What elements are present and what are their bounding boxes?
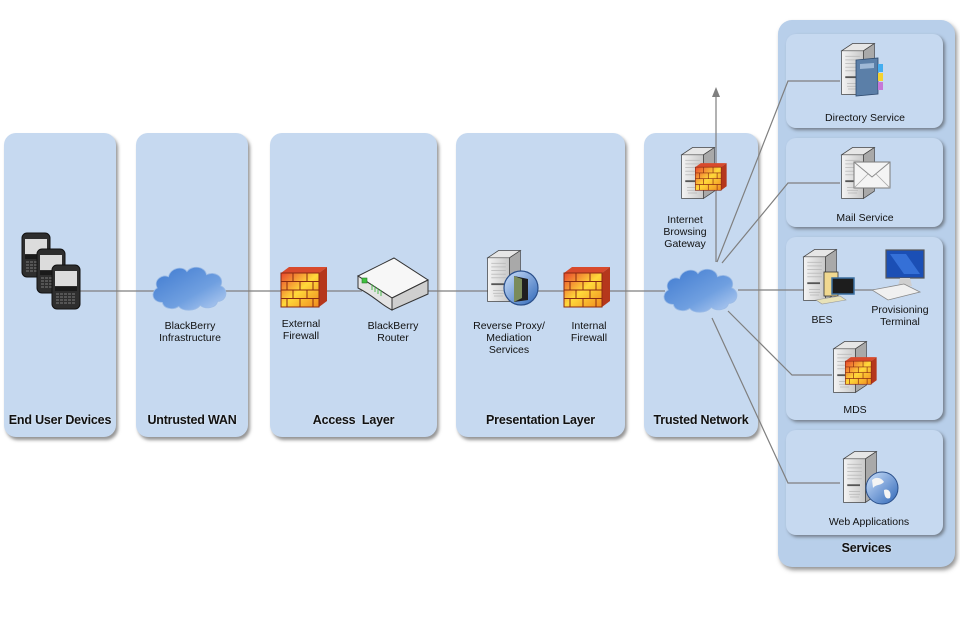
external-firewall-label: External Firewall [281,318,321,342]
web-applications-label: Web Applications [828,516,910,528]
internet-arrow-icon [712,87,720,97]
web-server-icon [840,446,900,512]
layer-title: Access Layer [312,413,395,427]
workstation-icon [870,248,928,302]
internet-browsing-gateway-label: Internet Browsing Gateway [663,214,707,250]
smartphones-icon [21,232,85,328]
services-title: Services [841,541,892,555]
provisioning-terminal-label: Provisioning Terminal [871,304,929,328]
layer-title: Presentation Layer [486,413,595,427]
router-icon [356,256,430,312]
mds-label: MDS [843,404,867,416]
mail-server-icon [838,142,894,208]
trusted-cloud-icon [659,258,741,320]
mds-server-icon [830,336,882,402]
directory-service-label: Directory Service [825,112,905,124]
internal-firewall-icon [562,263,612,309]
reverse-proxy-label: Reverse Proxy/ Mediation Services [473,320,545,356]
internal-firewall-label: Internal Firewall [570,320,608,344]
layer-title: Untrusted WAN [147,413,237,427]
layer-title: End User Devices [8,413,112,427]
blackberry-router-label: BlackBerry Router [367,320,419,344]
external-firewall-icon [279,263,329,309]
mail-service-label: Mail Service [836,212,894,224]
proxy-server-icon [484,246,540,310]
directory-server-icon [838,38,890,104]
cloud-icon [148,260,230,314]
blackberry-infrastructure-label: BlackBerry Infrastructure [159,320,221,344]
gateway-server-icon [678,140,730,210]
bes-label: BES [811,314,833,326]
layer-title: Trusted Network [653,413,749,427]
bes-server-icon [800,244,858,310]
